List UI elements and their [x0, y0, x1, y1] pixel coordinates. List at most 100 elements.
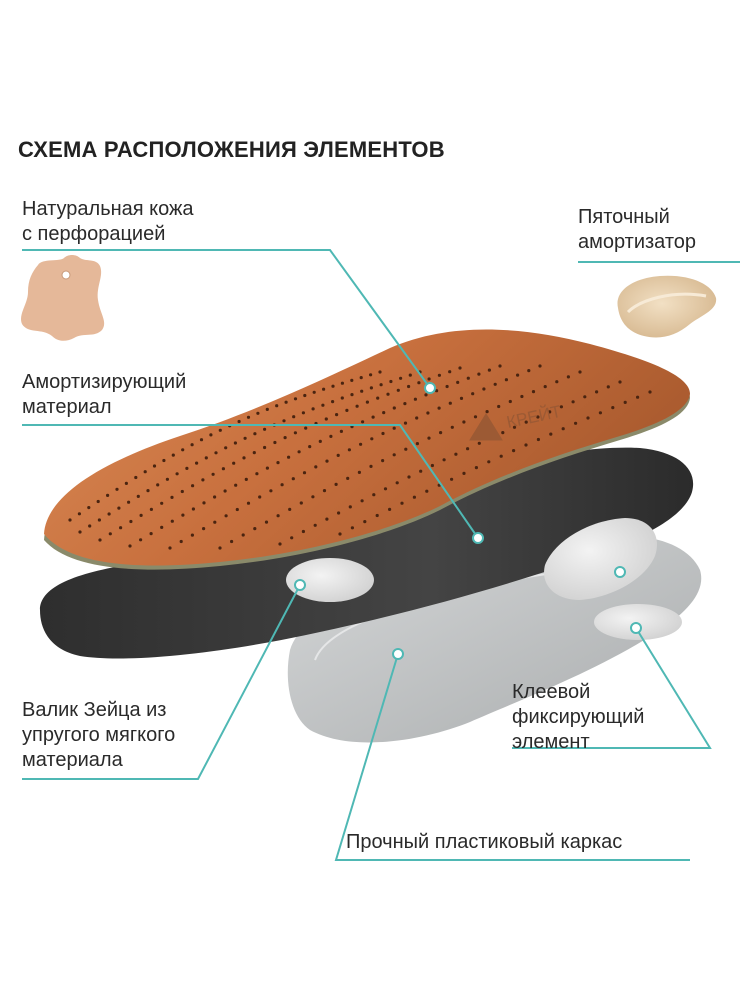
perforation-hole — [136, 494, 140, 498]
perforation-hole — [246, 501, 251, 505]
label-cushion-line1: Амортизирующий — [22, 371, 187, 393]
perforation-hole — [190, 443, 194, 447]
perforation-hole — [162, 458, 166, 463]
perforation-hole — [417, 381, 421, 385]
perforation-hole — [265, 407, 269, 411]
perforation-hole — [448, 401, 452, 405]
label-frame-line1: Прочный пластиковый каркас — [346, 831, 623, 853]
perforation-hole — [263, 445, 267, 450]
perforation-hole — [399, 376, 403, 380]
perforation-hole — [127, 500, 131, 504]
perforation-hole — [284, 400, 288, 404]
perforation-hole — [520, 394, 524, 399]
perforation-hole — [128, 544, 132, 548]
label-metatarsal-pad: Валик Зейца из упругого мягкого материал… — [22, 698, 175, 773]
perforation-hole — [370, 437, 374, 441]
perforation-hole — [347, 448, 351, 452]
perforation-hole — [88, 524, 92, 528]
perforation-hole — [213, 520, 217, 524]
perforation-hole — [280, 483, 284, 487]
perforation-hole — [290, 536, 294, 540]
page-title: СХЕМА РАСПОЛОЖЕНИЯ ЭЛЕМЕНТОВ — [18, 137, 445, 162]
label-cushion-line2: материал — [22, 396, 112, 418]
leader-cushion — [22, 424, 479, 539]
perforation-hole — [264, 520, 269, 524]
perforation-hole — [241, 533, 245, 537]
perforation-hole — [487, 368, 491, 372]
perforation-hole — [376, 396, 380, 400]
perforation-hole — [278, 542, 282, 546]
perforation-hole — [299, 501, 303, 505]
perforation-hole — [648, 390, 652, 394]
leader-adhesive — [512, 627, 712, 749]
perforation-hole — [574, 421, 578, 425]
perforation-hole — [427, 377, 431, 381]
perforation-hole — [400, 501, 404, 505]
perforation-hole — [170, 519, 174, 523]
heel-cushion-ridge — [626, 292, 707, 314]
perforation-hole — [107, 512, 111, 516]
perforation-hole — [87, 506, 91, 510]
perforation-hole — [497, 404, 501, 409]
perforation-hole — [548, 410, 552, 414]
perforation-hole — [331, 384, 335, 388]
perforation-hole — [360, 499, 364, 503]
perforation-hole — [211, 472, 215, 476]
dot-metatarsal — [294, 579, 306, 591]
perforation-hole — [318, 439, 322, 443]
perforation-hole — [258, 495, 262, 499]
perforation-hole — [325, 517, 329, 521]
label-frame: Прочный пластиковый каркас — [346, 830, 622, 855]
perforation-hole — [68, 518, 72, 522]
leather-top-layer — [44, 329, 690, 566]
perforation-hole — [195, 461, 199, 465]
perforation-hole — [313, 523, 317, 527]
perforation-hole — [382, 411, 386, 415]
perforation-hole — [98, 538, 102, 542]
perforation-hole — [329, 434, 333, 438]
dot-cushion — [472, 532, 484, 544]
perforation-hole — [360, 389, 364, 393]
perforation-hole — [160, 501, 164, 505]
perforation-hole — [524, 420, 528, 424]
perforation-hole — [407, 384, 411, 389]
perforation-hole — [403, 402, 407, 406]
perforation-hole — [149, 507, 153, 511]
perforation-hole — [106, 493, 110, 497]
label-heel-absorber: Пяточный амортизатор — [578, 205, 696, 255]
leader-metatarsal — [22, 584, 301, 780]
perforation-hole — [77, 512, 81, 516]
perforation-hole — [201, 478, 205, 482]
perforation-hole — [273, 440, 277, 445]
perforation-hole — [415, 416, 419, 420]
perforation-hole — [340, 381, 344, 385]
perforation-hole — [156, 483, 160, 487]
perforation-hole — [199, 438, 204, 442]
perforation-hole — [168, 546, 172, 550]
perforation-hole — [331, 400, 335, 404]
perforation-hole — [450, 425, 454, 429]
leader-leather — [22, 249, 431, 389]
perforation-hole — [115, 487, 119, 491]
perforation-hole — [425, 489, 429, 493]
label-adhesive-line3: элемент — [512, 731, 590, 753]
perforation-hole — [171, 453, 175, 457]
perforation-hole — [234, 483, 238, 487]
perforation-hole — [430, 463, 434, 468]
perforation-hole — [359, 376, 363, 380]
perforation-hole — [396, 388, 400, 392]
perforation-hole — [312, 390, 316, 394]
perforation-hole — [559, 405, 564, 409]
perforation-hole — [275, 404, 279, 408]
perforation-hole — [336, 453, 340, 457]
perforation-hole — [256, 411, 260, 415]
perforation-hole — [389, 379, 393, 384]
perforation-hole — [371, 415, 375, 419]
heel-pad-on-frame — [544, 518, 657, 600]
perforation-hole — [221, 467, 225, 471]
perforation-hole — [218, 546, 222, 550]
perforation-hole — [524, 443, 528, 447]
perforation-hole — [134, 475, 138, 480]
perforation-hole — [108, 532, 112, 536]
perforation-hole — [462, 420, 466, 424]
